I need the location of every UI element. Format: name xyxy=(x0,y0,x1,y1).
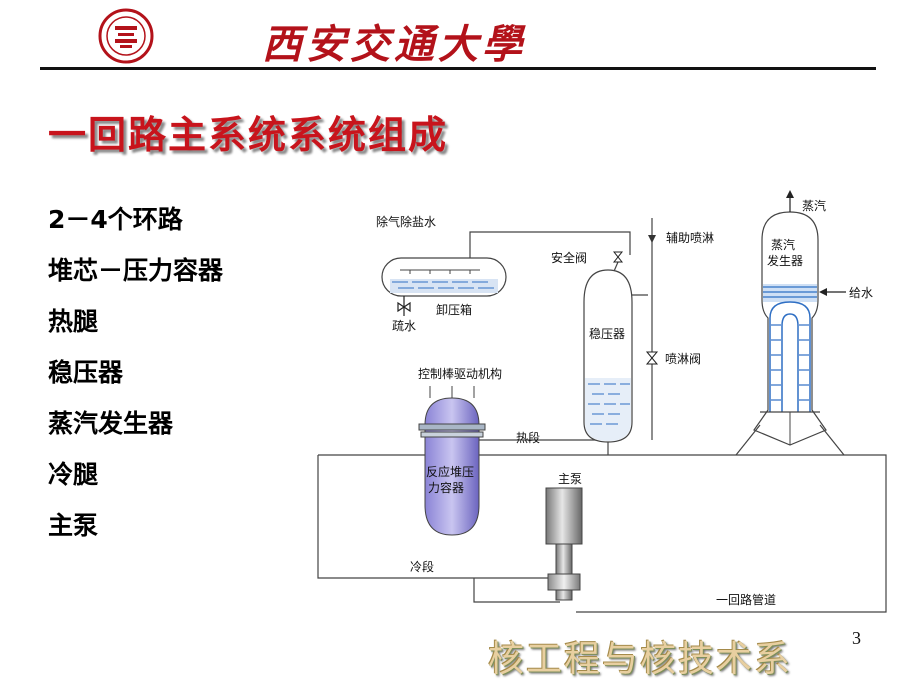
rpv-label-line1: 反应堆压 xyxy=(426,464,474,479)
feedwater-label: 给水 xyxy=(849,286,873,300)
crdm-label: 控制棒驱动机构 xyxy=(418,366,502,381)
reactor-pressure-vessel xyxy=(418,386,486,536)
pump-label: 主泵 xyxy=(558,472,582,486)
list-item: 冷腿 xyxy=(48,460,99,489)
sg-label-line1: 蒸汽 xyxy=(771,237,795,252)
primary-loop-piping xyxy=(318,454,887,613)
safety-valve-label: 安全阀 xyxy=(551,250,587,265)
spray-valve xyxy=(645,351,659,365)
aux-spray-arrow xyxy=(648,235,656,243)
feedwater-arrow xyxy=(819,288,846,296)
cold-leg-left xyxy=(317,455,548,579)
list-item: 2－4个环路 xyxy=(48,205,183,234)
list-item: 稳压器 xyxy=(48,358,124,387)
list-item: 堆芯－压力容器 xyxy=(48,256,224,285)
list-item: 主泵 xyxy=(48,511,99,540)
aux-spray-label: 辅助喷淋 xyxy=(666,231,714,245)
steam-outlet-arrow xyxy=(786,190,794,212)
university-seal-logo xyxy=(98,8,154,64)
relief-line xyxy=(469,231,631,262)
university-name: 西安交通大學 xyxy=(262,21,526,68)
safety-valve xyxy=(612,251,624,263)
drain-label: 疏水 xyxy=(392,318,416,333)
relief-tank-label: 卸压箱 xyxy=(436,302,472,317)
slide-title: 一回路主系统系统组成 xyxy=(48,113,449,157)
main-pump xyxy=(545,487,583,601)
hot-leg-label: 热段 xyxy=(516,430,540,445)
rpv-label-line2: 力容器 xyxy=(428,480,464,495)
cold-leg-label: 冷段 xyxy=(410,559,434,574)
sg-label-line2: 发生器 xyxy=(767,253,803,268)
pump-return-pipe xyxy=(473,578,560,603)
page-number: 3 xyxy=(852,628,861,648)
relief-tank xyxy=(381,257,507,297)
degas-water-label: 除气除盐水 xyxy=(376,214,436,229)
pressurizer-vessel xyxy=(583,269,633,443)
steam-label: 蒸汽 xyxy=(802,198,826,213)
spray-valve-label: 喷淋阀 xyxy=(665,352,701,366)
piping-label: 一回路管道 xyxy=(716,592,776,607)
header-divider xyxy=(40,67,876,70)
component-list: 2－4个环路 堆芯－压力容器 热腿 稳压器 蒸汽发生器 冷腿 主泵 xyxy=(48,200,223,557)
department-name: 核工程与核技术系 xyxy=(488,639,793,680)
pressurizer-label: 稳压器 xyxy=(589,326,625,341)
list-item: 热腿 xyxy=(48,307,99,336)
steam-generator xyxy=(753,211,827,446)
list-item: 蒸汽发生器 xyxy=(48,409,174,438)
drain-valve xyxy=(397,296,411,316)
